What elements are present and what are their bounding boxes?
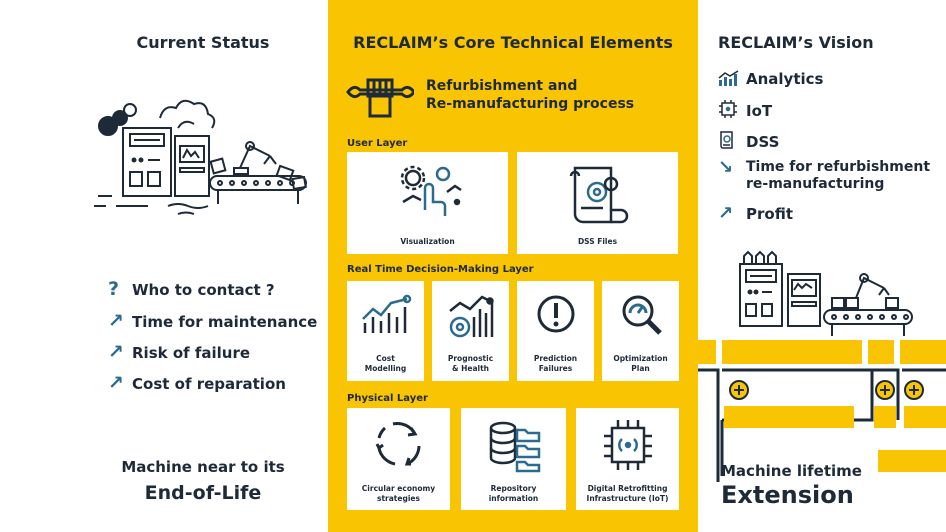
digital-retrofitting-card: Digital Retrofitting Infrastructure (IoT… xyxy=(576,408,679,510)
new-factory-illustration xyxy=(736,250,916,340)
prognostic-health-icon xyxy=(444,291,498,339)
database-folders-icon xyxy=(487,418,543,474)
vision-item-label: IoT xyxy=(746,102,773,120)
optimization-plan-card: Optimization Plan xyxy=(602,281,679,381)
status-item-maintenance: ↗ Time for maintenance xyxy=(108,310,317,332)
status-item-label: Risk of failure xyxy=(132,344,251,362)
repository-label-1: Repository xyxy=(490,484,537,493)
analytics-icon xyxy=(718,68,746,89)
iot-chip-icon xyxy=(718,99,746,121)
optimization-plan-label-1: Optimization xyxy=(613,354,668,363)
vision-bottom-line1: Machine lifetime xyxy=(721,462,862,480)
refurb-title-line2: Re-manufacturing process xyxy=(426,96,635,112)
digital-retrofitting-label-1: Digital Retrofitting xyxy=(587,484,668,493)
vision-item-label: re-manufacturing xyxy=(746,176,885,192)
question-icon: ? xyxy=(108,278,120,300)
vision-bottom-line2: Extension xyxy=(721,481,854,509)
arrow-up-right-icon: ↗ xyxy=(108,341,124,363)
dss-files-icon xyxy=(567,162,631,228)
vision-item-dss: DSS xyxy=(718,130,779,152)
arrow-up-right-icon: ↗ xyxy=(108,372,124,394)
optimization-plan-label-2: Plan xyxy=(631,364,650,373)
fist-wrench-icon xyxy=(346,70,414,128)
user-layer-label: User Layer xyxy=(347,138,408,149)
status-item-label: Time for maintenance xyxy=(132,313,318,331)
dss-document-icon xyxy=(718,130,746,152)
vision-item-label: Time for refurbishment xyxy=(746,159,931,175)
old-factory-illustration xyxy=(88,88,318,218)
circular-economy-card: Circular economy strategies xyxy=(347,408,450,510)
arrow-down-right-icon: ↘ xyxy=(718,157,734,178)
circular-economy-label-2: strategies xyxy=(377,494,420,503)
status-item-label: Who to contact ? xyxy=(132,281,275,299)
warning-circle-icon xyxy=(535,293,577,335)
arrow-up-right-icon: ↗ xyxy=(718,203,734,224)
refurb-title-line1: Refurbishment and xyxy=(426,78,578,94)
vision-item-analytics: Analytics xyxy=(718,68,823,89)
status-item-label: Cost of reparation xyxy=(132,375,286,393)
vision-panel: RECLAIM’s Vision Analytics IoT xyxy=(698,0,946,532)
puzzle-decoration xyxy=(698,340,946,482)
status-bottom-line2: End-of-Life xyxy=(144,482,262,504)
status-item-cost: ↗ Cost of reparation xyxy=(108,372,286,394)
vision-item-label: Profit xyxy=(746,205,793,223)
prediction-failures-label-2: Failures xyxy=(538,364,573,373)
cost-modelling-card: Cost Modelling xyxy=(347,281,424,381)
visualization-icon xyxy=(399,162,463,226)
dss-files-label: DSS Files xyxy=(577,237,618,246)
magnifier-gauge-icon xyxy=(618,291,666,339)
cost-modelling-label-1: Cost xyxy=(376,354,395,363)
vision-item-label: DSS xyxy=(746,133,780,151)
circular-economy-label-1: Circular economy xyxy=(361,484,436,493)
prognostic-health-card: Prognostic & Health xyxy=(432,281,509,381)
status-item-risk: ↗ Risk of failure xyxy=(108,341,250,363)
physical-layer-label: Physical Layer xyxy=(347,393,428,404)
cost-modelling-label-2: Modelling xyxy=(364,364,407,373)
digital-retrofitting-label-2: Infrastructure (IoT) xyxy=(586,494,669,503)
dss-files-card: DSS Files xyxy=(517,152,678,254)
vision-title: RECLAIM’s Vision xyxy=(718,33,874,52)
repository-card: Repository information xyxy=(461,408,566,510)
core-elements-title: RECLAIM’s Core Technical Elements xyxy=(353,33,673,52)
circular-arrows-icon xyxy=(373,418,425,470)
prognostic-health-label-1: Prognostic xyxy=(447,354,494,363)
repository-label-2: information xyxy=(488,494,539,503)
current-status-title: Current Status xyxy=(136,33,270,52)
iot-chip-icon xyxy=(600,416,656,474)
core-elements-panel: RECLAIM’s Core Technical Elements Refurb… xyxy=(328,0,698,532)
status-item-contact: ? Who to contact ? xyxy=(108,278,275,300)
visualization-card: Visualization xyxy=(347,152,508,254)
plus-circle-icon xyxy=(729,380,924,400)
prognostic-health-label-2: & Health xyxy=(451,364,490,373)
vision-item-iot: IoT xyxy=(718,99,772,121)
visualization-label: Visualization xyxy=(400,237,455,246)
prediction-failures-label-1: Prediction xyxy=(533,354,578,363)
vision-item-profit: ↗ Profit xyxy=(718,203,793,224)
cost-modelling-icon xyxy=(359,293,413,337)
status-bottom-line1: Machine near to its xyxy=(121,458,285,476)
decision-layer-label: Real Time Decision-Making Layer xyxy=(347,264,534,275)
prediction-failures-card: Prediction Failures xyxy=(517,281,594,381)
vision-item-label: Analytics xyxy=(746,70,824,88)
current-status-panel: Current Status xyxy=(0,0,328,532)
arrow-up-right-icon: ↗ xyxy=(108,310,124,332)
